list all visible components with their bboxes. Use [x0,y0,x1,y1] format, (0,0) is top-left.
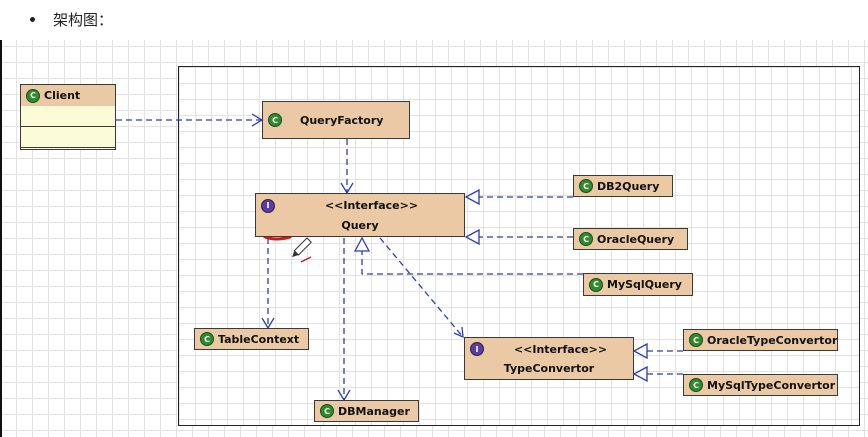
class-icon: C [579,232,593,246]
class-tablecontext[interactable]: C TableContext [194,328,309,350]
heading-line: 架构图： [30,6,113,32]
operations-compartment [21,127,115,148]
class-name: QueryFactory [300,113,384,127]
attributes-compartment [21,106,115,127]
left-rule [0,40,2,437]
class-mysqltypeconvertor[interactable]: C MySqlTypeConvertor [683,374,838,396]
class-client[interactable]: C Client [20,84,116,107]
class-icon: C [320,404,334,418]
class-icon: C [26,88,40,103]
class-icon: C [589,277,603,292]
class-name: MySqlTypeConvertor [707,378,836,392]
class-name: MySqlQuery [607,278,682,291]
triangle-mysqltc-typeconvertor [632,365,648,383]
interface-icon: I [261,198,275,213]
class-mysqlquery[interactable]: C MySqlQuery [583,273,693,296]
realization-mysqlquery-query [361,251,583,275]
class-name: Client [44,89,81,102]
interface-icon: I [470,342,484,356]
triangle-db2query-query [464,188,480,206]
pencil-cursor-icon [292,237,312,258]
arrowhead-query-typeconvertor [453,326,464,339]
class-icon: C [579,179,593,193]
interface-name: Query [341,218,379,232]
class-dbmanager[interactable]: C DBManager [314,400,419,422]
class-queryfactory[interactable]: C QueryFactory [262,101,410,139]
interface-name: TypeConvertor [503,362,595,375]
class-name: OracleQuery [597,232,675,246]
class-name: DBManager [338,404,410,418]
bullet-icon [30,16,35,22]
class-oracletypeconvertor[interactable]: C OracleTypeConvertor [683,329,838,351]
class-name: TableContext [218,332,300,346]
stereotype-label: <<Interface>> [324,199,419,212]
stereotype-label: <<Interface>> [513,342,608,356]
annotation-stroke [263,235,292,241]
triangle-mysqlquery-query [353,236,371,252]
heading-text: 架构图： [53,10,114,29]
class-name: DB2Query [597,179,660,193]
class-oraclequery[interactable]: C OracleQuery [573,228,688,250]
class-name: OracleTypeConvertor [707,333,838,347]
triangle-oraclequery-query [464,228,480,246]
class-db2query[interactable]: C DB2Query [573,175,673,197]
triangle-oracletc-typeconvertor [632,342,648,360]
class-icon: C [268,113,282,127]
class-icon: C [200,332,214,346]
annotation-tick [300,256,312,263]
interface-typeconvertor[interactable]: I <<Interface>> TypeConvertor [464,337,634,380]
interface-query[interactable]: I <<Interface>> Query [255,193,465,237]
class-client-compartments [20,106,116,150]
dependency-query-typeconvertor [379,237,464,338]
class-icon: C [689,333,703,347]
class-icon: C [689,378,703,392]
